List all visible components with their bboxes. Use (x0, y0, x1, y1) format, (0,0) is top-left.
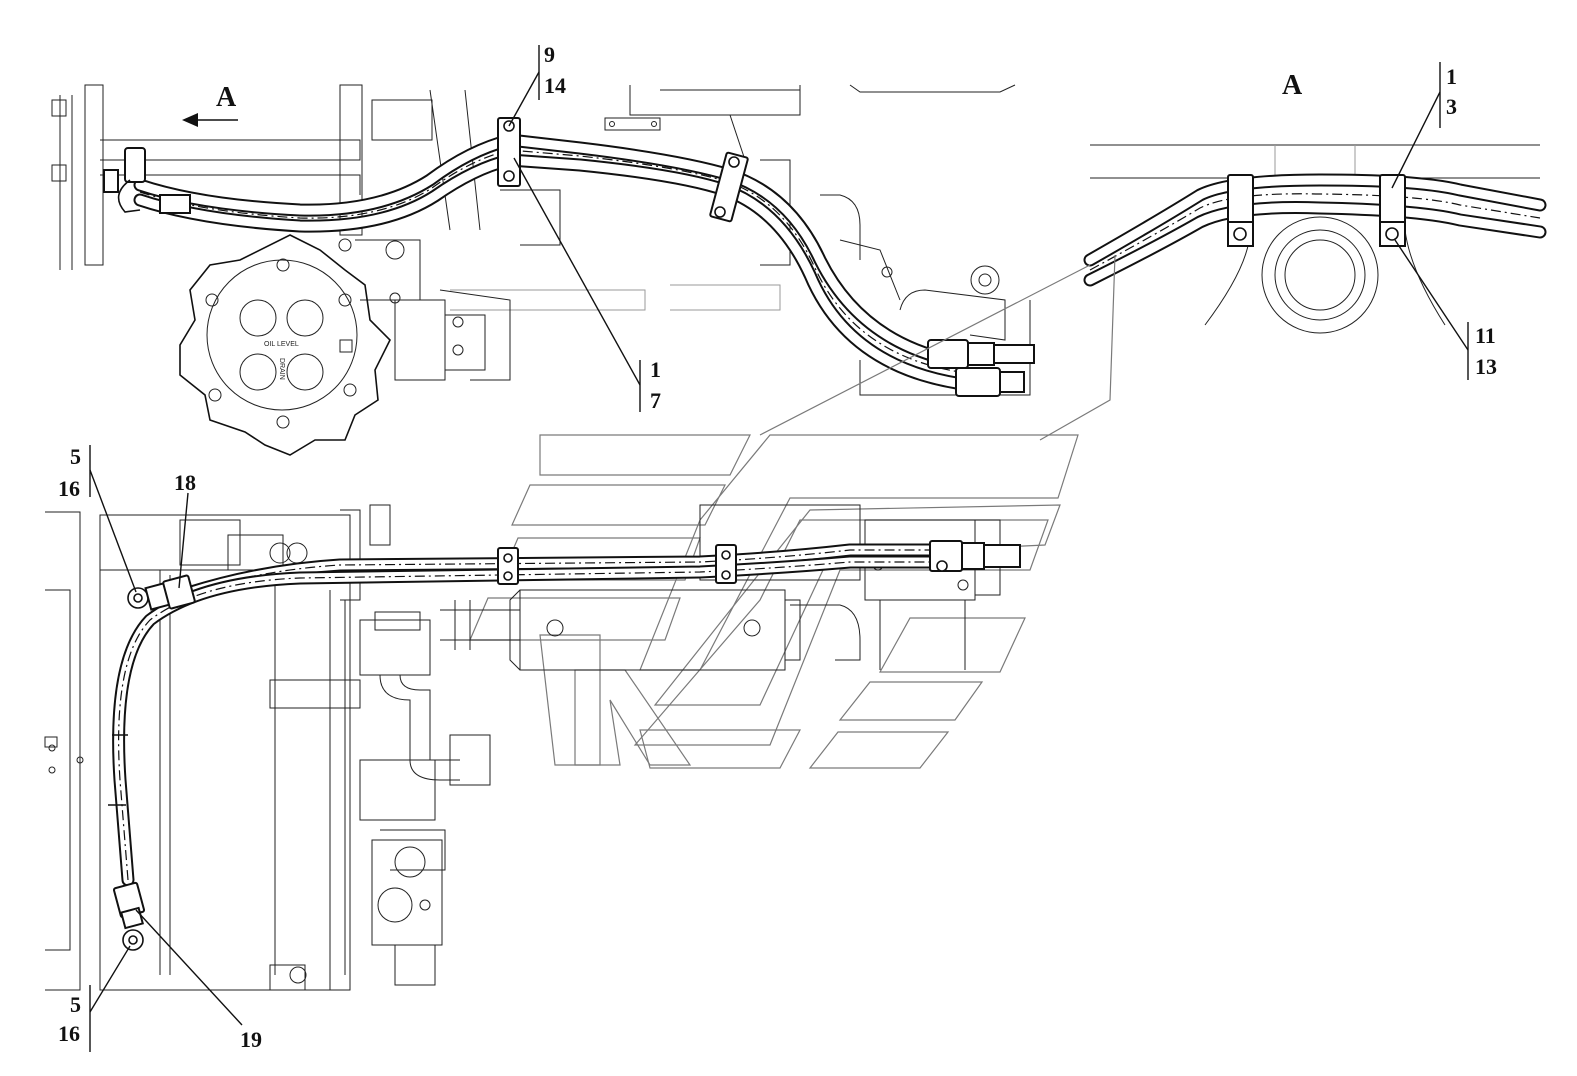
callout-1-3-bottom: 3 (1446, 94, 1457, 119)
axle-hub: OIL LEVEL DRAIN (179, 234, 391, 456)
callout-11-13: 11 13 (1394, 239, 1497, 380)
callout-5-16-lower: 5 16 (58, 945, 131, 1052)
detail-view-a: A (1083, 70, 1547, 334)
bottom-hose-bundle (108, 540, 1021, 951)
projection-lines (469, 254, 1116, 769)
callout-9-14: 9 14 (508, 42, 566, 127)
callout-11-13-top: 11 (1475, 323, 1496, 348)
callout-19-label: 19 (240, 1027, 262, 1052)
callout-19: 19 (135, 909, 262, 1052)
oil-level-label: OIL LEVEL (264, 341, 299, 348)
callout-18-label: 18 (174, 470, 196, 495)
callout-1-3-top: 1 (1446, 64, 1457, 89)
top-hose-bundle (103, 117, 1035, 397)
callout-1-7: 1 7 (513, 157, 661, 413)
callout-1-7-top: 1 (650, 357, 661, 382)
callout-9-14-top: 9 (544, 42, 555, 67)
callout-1-7-bottom: 7 (650, 388, 661, 413)
drain-label: DRAIN (278, 358, 285, 380)
bottom-view-structure (44, 504, 1001, 991)
callout-5-16-upper: 5 16 (58, 444, 137, 593)
top-view-structure (51, 84, 1031, 396)
callout-5-16-lower-bottom: 16 (58, 1021, 80, 1046)
detail-view-title: A (1282, 70, 1303, 101)
callout-5-16-upper-top: 5 (70, 444, 81, 469)
callout-9-14-bottom: 14 (544, 73, 566, 98)
view-a-arrow: A (182, 82, 238, 127)
callout-5-16-upper-bottom: 16 (58, 476, 80, 501)
callout-1-3: 1 3 (1391, 62, 1457, 189)
callout-11-13-bottom: 13 (1475, 354, 1497, 379)
callout-5-16-lower-top: 5 (70, 992, 81, 1017)
view-a-arrow-label: A (216, 82, 237, 113)
callout-18: 18 (174, 470, 196, 589)
